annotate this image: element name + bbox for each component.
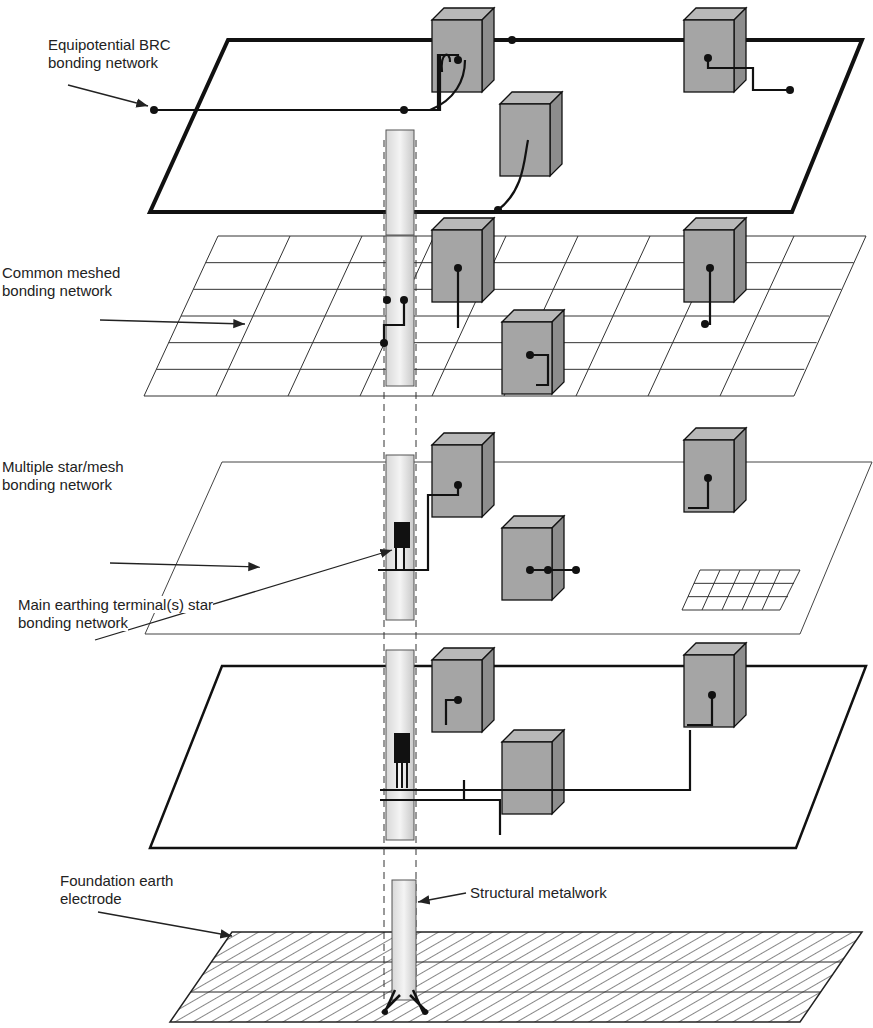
- stroke: [552, 730, 564, 814]
- brc-plane: [150, 40, 862, 212]
- bond-point: [572, 566, 580, 574]
- mesh-line: [206, 262, 854, 263]
- bond-point: [383, 296, 391, 304]
- callout-label: Foundation earth electrode: [60, 872, 180, 908]
- bonding-conductor: [390, 60, 465, 110]
- bond-point: [400, 296, 408, 304]
- bond-point: [380, 339, 388, 347]
- equipment-cabinet: [502, 730, 564, 814]
- stroke: [734, 218, 746, 302]
- bonding-conductor: [530, 355, 548, 385]
- equipment-cabinet: [432, 648, 494, 732]
- bond-point: [706, 264, 714, 272]
- mesh-line: [181, 316, 829, 317]
- bonding-conductor: [398, 55, 458, 110]
- stroke: [734, 428, 746, 512]
- bond-point: [544, 566, 552, 574]
- stroke: [550, 92, 562, 176]
- label-text: Equipotential BRC bonding network: [48, 36, 171, 71]
- mesh-plane: [144, 236, 866, 396]
- bonding-conductor: [706, 268, 710, 324]
- bond-point: [708, 691, 716, 699]
- equipment-cabinet: [432, 8, 494, 92]
- stroke: [482, 218, 494, 302]
- stroke: [502, 322, 552, 394]
- mesh-line: [156, 369, 804, 370]
- mesh-line: [742, 570, 760, 610]
- mesh-line: [682, 570, 800, 610]
- equipment-cabinet: [684, 643, 746, 727]
- bond-point: [454, 481, 462, 489]
- stroke: [684, 655, 734, 727]
- bonding-conductor: [380, 780, 500, 835]
- bonding-conductor: [708, 58, 793, 90]
- mesh-line: [702, 570, 720, 610]
- stroke: [734, 8, 746, 92]
- structural-column: [382, 130, 428, 1015]
- stroke: [684, 20, 734, 92]
- electrode-bar: [191, 992, 821, 993]
- stroke: [482, 433, 494, 517]
- star-mesh-plane: [145, 462, 872, 634]
- bonding-conductor: [384, 268, 458, 343]
- mesh-line: [694, 583, 794, 584]
- callout-label: Structural metalwork: [470, 884, 670, 902]
- stroke: [502, 742, 552, 814]
- mesh-line: [688, 596, 788, 597]
- mesh-line: [169, 342, 817, 343]
- equipment-cabinet: [684, 428, 746, 512]
- callout-label: Multiple star/mesh bonding network: [2, 458, 172, 494]
- stroke: [502, 528, 552, 600]
- foundation-electrode: [170, 932, 862, 1022]
- mesh-line: [762, 570, 780, 610]
- equipment-cabinet: [432, 433, 494, 517]
- stroke: [734, 643, 746, 727]
- equipment-cabinet: [684, 8, 746, 92]
- bonding-conductor: [530, 478, 708, 570]
- bonding-conductor: [687, 695, 712, 726]
- bond-point: [704, 54, 712, 62]
- stroke: [432, 445, 482, 517]
- bond-point: [454, 56, 462, 64]
- bond-point: [526, 566, 534, 574]
- callout-label: Common meshed bonding network: [2, 264, 152, 300]
- callout-label: Equipotential BRC bonding network: [48, 36, 218, 72]
- bonding-conductor: [498, 140, 528, 210]
- equipment-cabinet: [502, 310, 564, 394]
- bond-point: [701, 320, 709, 328]
- stroke: [552, 310, 564, 394]
- callout-label: Main earthing terminal(s) star bonding n…: [18, 596, 228, 632]
- equipment-cabinet: [684, 218, 746, 302]
- bonding-conductor: [380, 730, 690, 790]
- electrode-bar: [211, 962, 841, 963]
- equipment-cabinet: [500, 92, 562, 176]
- label-text: Main earthing terminal(s) star bonding n…: [18, 596, 213, 631]
- bond-point: [508, 36, 516, 44]
- bond-point: [400, 106, 408, 114]
- stroke: [482, 8, 494, 92]
- equipment-cabinet: [502, 516, 564, 600]
- label-text: Common meshed bonding network: [2, 264, 120, 299]
- bond-point: [150, 106, 158, 114]
- bonding-conductor: [378, 485, 458, 570]
- bond-point: [786, 86, 794, 94]
- stroke: [552, 516, 564, 600]
- bond-point: [704, 474, 712, 482]
- stroke: [500, 104, 550, 176]
- bond-point: [454, 696, 462, 704]
- star-plane: [150, 666, 866, 848]
- bond-point: [526, 351, 534, 359]
- label-text: Foundation earth electrode: [60, 872, 173, 907]
- leader-arrows: [68, 85, 466, 936]
- stroke: [482, 648, 494, 732]
- stroke: [432, 660, 482, 732]
- mesh-line: [722, 570, 740, 610]
- equipment-cabinet: [432, 218, 494, 302]
- label-text: Structural metalwork: [470, 884, 607, 901]
- bond-point: [454, 264, 462, 272]
- bonding-conductor: [446, 700, 458, 725]
- label-text: Multiple star/mesh bonding network: [2, 458, 124, 493]
- bonding-conductor: [154, 56, 440, 110]
- bond-point: [494, 206, 502, 214]
